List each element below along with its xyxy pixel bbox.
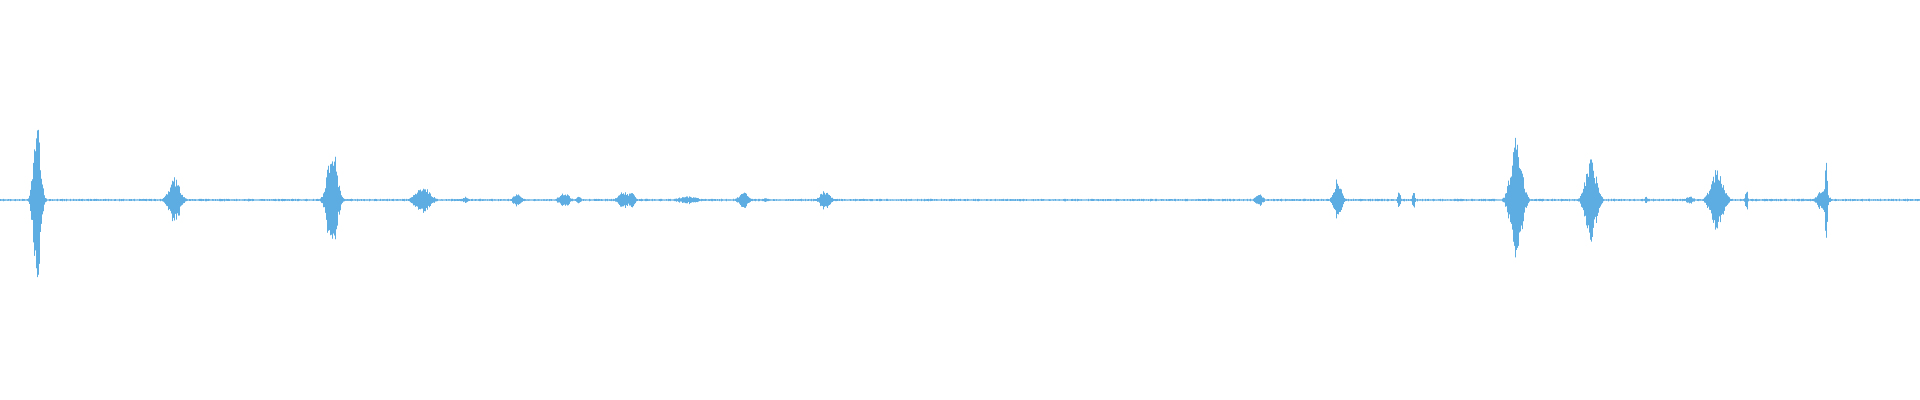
waveform-path — [0, 129, 1920, 278]
waveform-bars — [0, 129, 1920, 278]
